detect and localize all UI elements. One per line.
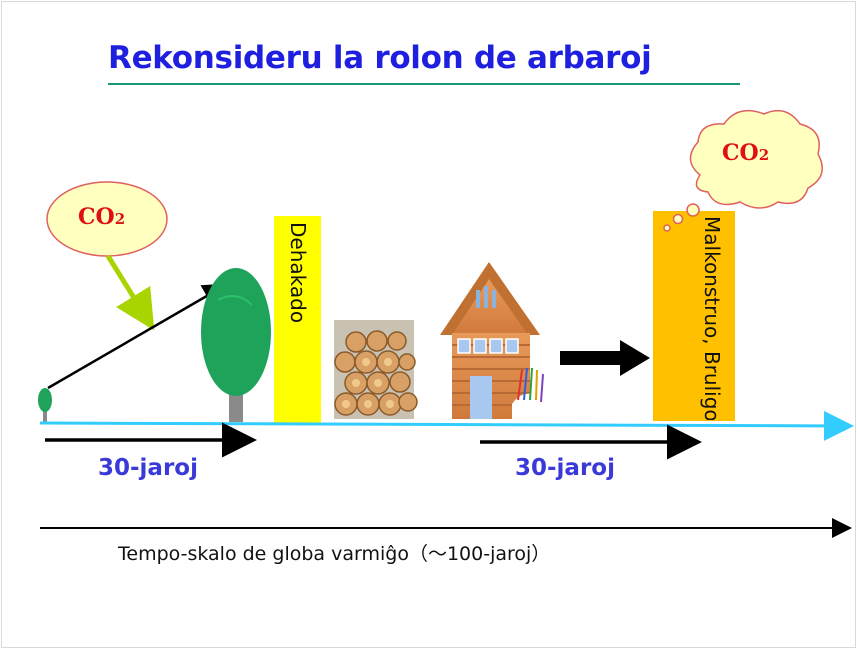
period-label-left: 30-jaroj [98, 455, 198, 481]
co2-bubble-left [46, 181, 168, 257]
co2-label-left: CO2 [78, 204, 126, 230]
mature-tree-icon [201, 268, 271, 422]
co2-label-right: CO2 [722, 140, 770, 166]
deforestation-label-box: Dehakado [274, 222, 321, 422]
log-pile-icon [334, 320, 418, 419]
sapling-icon [38, 388, 52, 422]
co2-cloud-right [689, 109, 823, 209]
demolition-label: Malkonstruo, Bruligo [700, 216, 724, 420]
thought-bubble-dots [663, 203, 700, 232]
demolition-box [653, 211, 735, 421]
timescale-caption: Tempo-skalo de globa varmiĝo（〜100-jaroj） [118, 543, 551, 565]
period-label-right: 30-jaroj [515, 455, 615, 481]
timeline-axis [39, 410, 854, 441]
title-underline [108, 83, 740, 85]
growth-arrow [47, 283, 229, 390]
demolition-arrow [560, 340, 650, 376]
demolition-label-box: Malkonstruo, Bruligo [653, 216, 735, 420]
deforestation-box [274, 216, 321, 424]
wooden-house-icon [440, 262, 546, 419]
deforestation-label: Dehakado [286, 222, 310, 324]
absorption-arrow [105, 254, 155, 331]
slide-title: Rekonsideru la rolon de arbaroj [108, 40, 652, 76]
